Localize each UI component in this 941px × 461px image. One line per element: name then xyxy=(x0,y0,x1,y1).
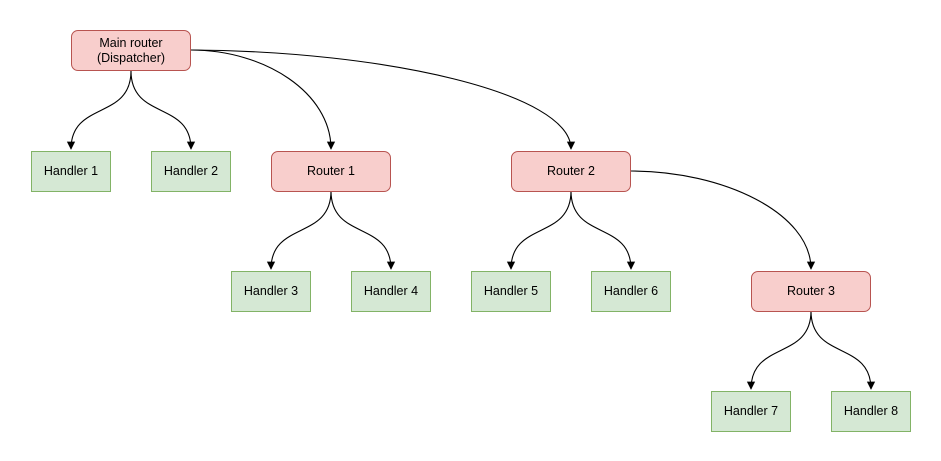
edge-router-3-to-handler-8 xyxy=(810,310,876,390)
edge-router-2-to-handler-5 xyxy=(506,190,572,270)
node-handler-5: Handler 5 xyxy=(471,271,551,312)
node-handler-1: Handler 1 xyxy=(31,151,111,192)
node-handler-8: Handler 8 xyxy=(831,391,911,432)
node-handler-6: Handler 6 xyxy=(591,271,671,312)
edge-router-1-to-handler-3 xyxy=(266,190,332,270)
node-handler-4: Handler 4 xyxy=(351,271,431,312)
node-handler-2: Handler 2 xyxy=(151,151,231,192)
edge-main-router-to-handler-1 xyxy=(66,70,132,150)
edge-router-1-to-handler-4 xyxy=(330,190,396,270)
edge-main-router-to-router-2 xyxy=(190,49,576,150)
node-router-3: Router 3 xyxy=(751,271,871,312)
node-router-1: Router 1 xyxy=(271,151,391,192)
node-main-router: Main router (Dispatcher) xyxy=(71,30,191,71)
edge-router-2-to-router-3 xyxy=(630,170,816,270)
edge-main-router-to-router-1 xyxy=(190,49,336,150)
edge-router-3-to-handler-7 xyxy=(746,310,812,390)
node-handler-3: Handler 3 xyxy=(231,271,311,312)
node-router-2: Router 2 xyxy=(511,151,631,192)
edge-main-router-to-handler-2 xyxy=(130,70,196,150)
node-handler-7: Handler 7 xyxy=(711,391,791,432)
edge-router-2-to-handler-6 xyxy=(570,190,636,270)
